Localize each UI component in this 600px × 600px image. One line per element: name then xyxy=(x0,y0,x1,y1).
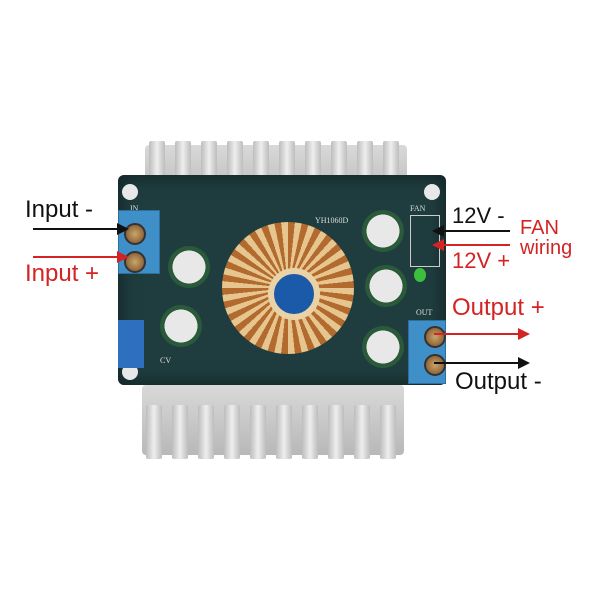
capacitor xyxy=(160,305,202,347)
capacitor xyxy=(362,326,404,368)
pcb-label-in: IN xyxy=(130,204,139,213)
green-led xyxy=(414,268,426,282)
output-plus-screw xyxy=(424,326,446,348)
label-fan-subtitle: wiring xyxy=(520,237,573,259)
label-output-plus: Output + xyxy=(452,294,545,321)
label-output-minus: Output - xyxy=(455,368,542,395)
label-input-plus: Input + xyxy=(25,260,100,287)
arrow-output-plus xyxy=(434,328,530,340)
mounting-hole xyxy=(122,364,138,380)
arrow-input-minus xyxy=(33,223,129,235)
pcb-label-fan: FAN xyxy=(410,204,426,213)
label-input-minus: Input - xyxy=(25,196,94,223)
toroid-core-center xyxy=(268,268,320,320)
output-minus-screw xyxy=(424,354,446,376)
pcb-label-cv: CV xyxy=(160,356,172,365)
capacitor xyxy=(365,265,407,307)
label-fan-title: FAN xyxy=(520,217,559,239)
label-fan-12v-plus: 12V + xyxy=(452,248,511,273)
pcb-label-out: OUT xyxy=(416,308,433,317)
bottom-heatsink xyxy=(142,385,404,459)
arrow-fan-plus xyxy=(434,244,510,246)
label-fan-12v-minus: 12V - xyxy=(452,203,505,228)
arrow-input-plus xyxy=(33,251,129,263)
arrow-fan-minus xyxy=(434,230,510,232)
potentiometer xyxy=(118,320,144,368)
model-label: YH1060D xyxy=(315,216,349,225)
mounting-hole xyxy=(424,184,440,200)
capacitor xyxy=(168,246,210,288)
capacitor xyxy=(362,210,404,252)
mounting-hole xyxy=(122,184,138,200)
arrow-output-minus xyxy=(434,357,530,369)
